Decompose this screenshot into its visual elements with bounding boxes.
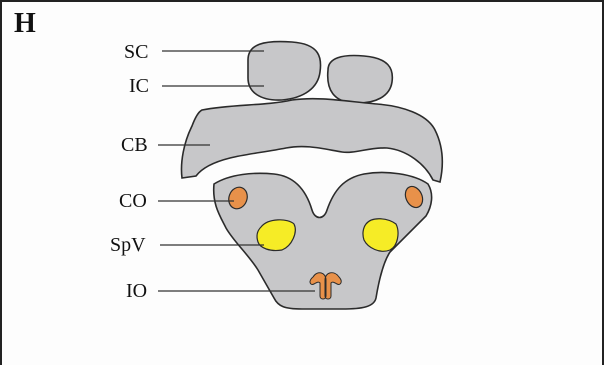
lobe-left [248,42,321,101]
lobe-right [328,56,393,104]
cerebellum [181,99,442,182]
